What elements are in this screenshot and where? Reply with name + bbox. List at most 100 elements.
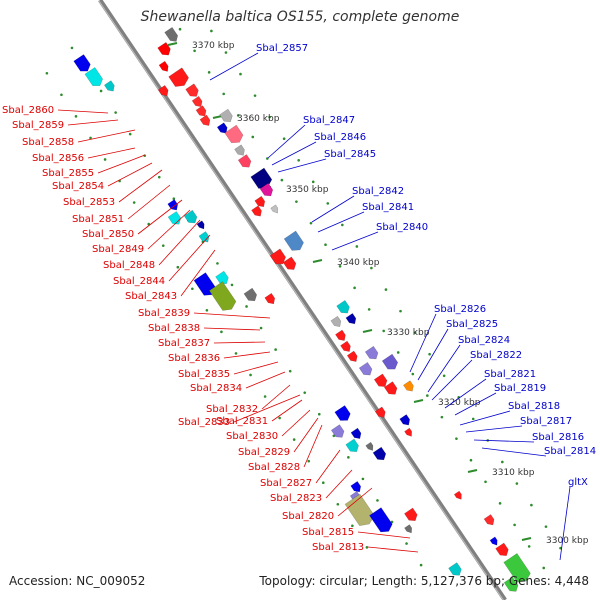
leader-line-minus <box>293 417 319 453</box>
gene-feature <box>383 381 398 395</box>
leader-line-plus <box>417 328 449 381</box>
gene-feature <box>282 256 297 270</box>
kbp-tick <box>413 399 424 403</box>
tick-dot <box>341 223 344 227</box>
gene-arrow <box>264 292 276 305</box>
gene-arrow <box>448 562 462 576</box>
gene-arrow <box>503 576 519 592</box>
gene-arrow <box>358 362 373 376</box>
gene-feature <box>195 105 207 117</box>
tick-dot <box>128 132 132 136</box>
gene-feature <box>283 230 304 251</box>
leader-line-plus <box>317 211 365 233</box>
leader-line-plus <box>454 392 497 416</box>
tick-dot <box>216 262 219 265</box>
gene-label-minus: Sbal_2855 <box>42 168 94 179</box>
tick-dot <box>336 502 340 506</box>
gene-label-minus: Sbal_2828 <box>248 462 300 473</box>
tick-dot <box>471 417 475 421</box>
tick-dot <box>311 180 315 184</box>
leader-line-minus <box>203 327 261 331</box>
tick-dot <box>399 309 402 313</box>
tick-dot <box>191 287 194 291</box>
leader-line-minus <box>67 119 119 126</box>
tick-dot <box>207 71 211 74</box>
tick-dot <box>530 503 533 507</box>
tick-dot <box>317 412 321 416</box>
gene-arrow <box>164 26 178 42</box>
gene-arrow <box>383 381 398 395</box>
kbp-label: 3300 kbp <box>546 536 589 546</box>
gene-arrow <box>404 427 412 437</box>
gene-arrow <box>193 272 216 296</box>
kbp-tick <box>362 329 373 333</box>
tick-dot <box>239 72 242 76</box>
leader-line-minus <box>147 209 191 250</box>
tick-dot <box>309 221 313 225</box>
tick-dot <box>45 71 49 75</box>
gene-feature <box>373 373 388 387</box>
tick-dot <box>411 372 415 376</box>
leader-line-plus <box>559 486 571 561</box>
tick-dot <box>193 49 196 53</box>
gene-arrow <box>208 281 237 311</box>
gene-feature <box>270 204 279 214</box>
gene-label-plus: Sbal_2819 <box>494 383 546 394</box>
gene-arrow <box>183 209 198 224</box>
gene-label-minus: Sbal_2858 <box>22 137 74 148</box>
gene-arrow <box>195 105 207 117</box>
backbone-shadow <box>98 0 504 600</box>
gene-arrow <box>191 95 203 108</box>
gene-arrow <box>399 414 410 426</box>
gene-arrow <box>270 204 279 214</box>
gene-feature <box>168 67 189 87</box>
tick-dot <box>249 373 252 377</box>
gene-arrow <box>495 542 509 556</box>
gene-label-minus: Sbal_2859 <box>12 120 64 131</box>
gene-arrow <box>199 114 211 126</box>
tick-dot <box>428 352 431 356</box>
gene-feature <box>264 292 276 305</box>
gene-arrow <box>483 514 495 526</box>
gene-arrow <box>374 406 386 418</box>
tick-dot <box>326 202 330 205</box>
tick-dot <box>278 416 281 420</box>
gene-feature <box>404 427 412 437</box>
tick-dot <box>384 288 388 291</box>
gene-arrow <box>254 195 266 208</box>
tick-dot <box>74 115 78 118</box>
gene-label-minus: Sbal_2853 <box>63 197 115 208</box>
tick-dot <box>268 115 271 119</box>
gene-label-minus: Sbal_2835 <box>178 369 230 380</box>
tick-dot <box>515 482 519 485</box>
leader-line-plus <box>444 378 487 409</box>
gene-arrow <box>346 350 358 362</box>
gene-feature <box>191 95 203 108</box>
gene-feature <box>448 562 462 576</box>
tick-dot <box>390 520 394 524</box>
kbp-tick <box>467 469 478 473</box>
gene-label-minus: Sbal_2830 <box>226 431 278 442</box>
gene-feature <box>243 287 258 302</box>
gene-arrow <box>345 438 359 452</box>
gene-label-minus: Sbal_2851 <box>72 214 124 225</box>
gene-feature <box>350 427 362 439</box>
leader-line-minus <box>57 109 109 114</box>
kbp-label: 3370 kbp <box>192 41 235 51</box>
leader-line-minus <box>337 487 373 517</box>
gene-arrow <box>104 80 115 92</box>
kbp-label: 3350 kbp <box>286 185 329 195</box>
tick-dot <box>103 158 107 161</box>
gene-feature <box>196 220 205 230</box>
tick-dot <box>501 460 504 464</box>
gene-label-minus: Sbal_2843 <box>125 291 177 302</box>
tick-dot <box>295 200 298 203</box>
gene-label-minus: Sbal_2849 <box>92 244 144 255</box>
gene-feature <box>453 490 462 500</box>
gene-label-plus: Sbal_2857 <box>256 43 308 54</box>
leader-line-minus <box>193 312 271 319</box>
leader-line-minus <box>233 394 301 423</box>
leader-line-minus <box>118 169 163 203</box>
gene-label-minus: Sbal_2833 <box>178 417 230 428</box>
